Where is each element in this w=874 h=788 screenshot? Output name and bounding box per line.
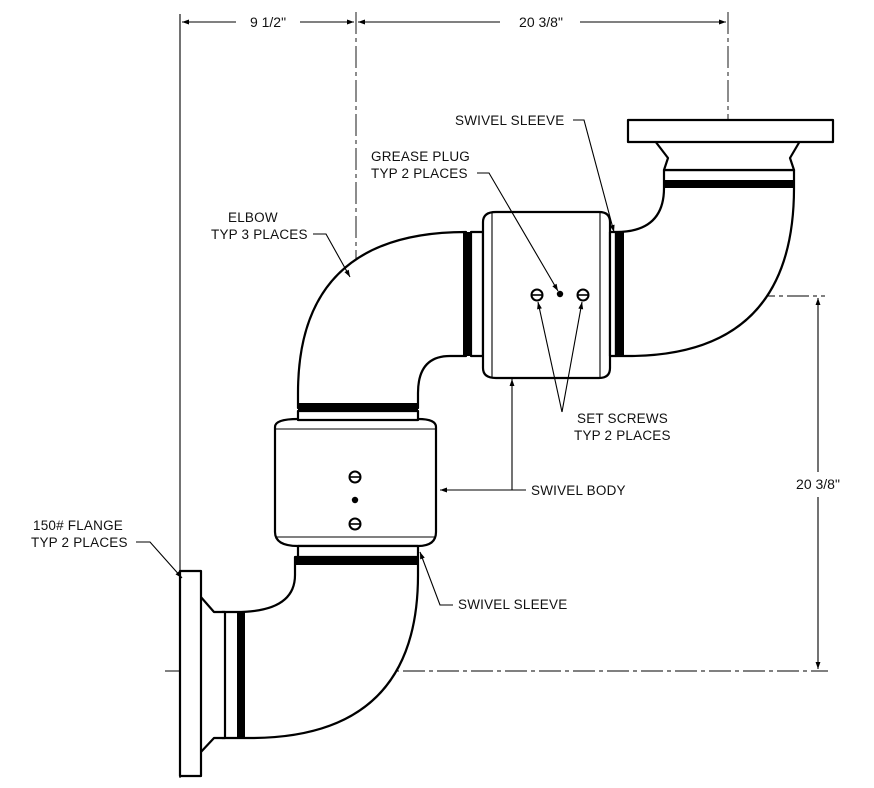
callout-swivel-sleeve-bottom: SWIVEL SLEEVE [419,551,567,612]
bottom-elbow-weld-band [237,612,245,738]
callout-text: SET SCREWS [577,411,668,426]
dimension-left-offset: 9 1/2" [182,14,354,30]
middle-elbow-weld-band-bottom [298,403,418,411]
callout-text: ELBOW [228,210,278,225]
dimension-right-height-label: 20 3/8" [796,476,840,492]
callout-text: GREASE PLUG [371,149,470,164]
upper-set-screw-left [530,288,544,302]
upper-swivel-body [481,210,612,380]
callout-elbow: ELBOW TYP 3 PLACES [211,210,351,278]
callout-swivel-body: SWIVEL BODY [440,379,626,498]
pipe-assembly [178,118,835,778]
top-elbow-weld-band-vertical [616,232,624,356]
swivel-sleeve-bottom [296,544,420,559]
callout-set-screws: SET SCREWS TYP 2 PLACES [537,301,671,443]
lower-grease-plug [351,496,359,504]
bottom-flange-plate [178,569,203,778]
bottom-flange-hub [198,594,227,755]
lower-set-screw-bottom [348,517,362,531]
bottom-sleeve-weld-band [295,558,418,565]
dimension-right-height: 20 3/8" [796,298,840,669]
swivel-body-neck-top [296,409,420,422]
top-flange-plate [626,118,835,144]
upper-set-screw-right [576,288,590,302]
callout-text: SWIVEL BODY [531,483,626,498]
callout-text: TYP 3 PLACES [211,227,308,242]
callout-swivel-sleeve-top: SWIVEL SLEEVE [455,113,615,233]
lower-set-screw-top [348,470,362,484]
callout-text: TYP 2 PLACES [574,428,671,443]
middle-elbow [296,230,468,410]
dimension-left-offset-label: 9 1/2" [250,14,286,30]
callout-text: SWIVEL SLEEVE [455,113,564,128]
top-elbow-weld-band-horizontal [664,180,794,188]
callout-text: TYP 2 PLACES [31,535,128,550]
callout-text: 150# FLANGE [33,518,123,533]
callout-grease-plug: GREASE PLUG TYP 2 PLACES [371,149,559,292]
upper-grease-plug [556,290,564,298]
dimension-top-span: 20 3/8" [358,14,726,30]
top-flange-hub [653,139,802,172]
middle-elbow-weld-band-right [463,232,471,356]
dimension-top-span-label: 20 3/8" [519,14,563,30]
callout-flange: 150# FLANGE TYP 2 PLACES [31,518,183,579]
bottom-elbow [220,555,420,740]
callout-text: SWIVEL SLEEVE [458,597,567,612]
callout-text: TYP 2 PLACES [371,166,468,181]
top-elbow [614,168,796,358]
swivel-sleeve-left [469,230,485,358]
